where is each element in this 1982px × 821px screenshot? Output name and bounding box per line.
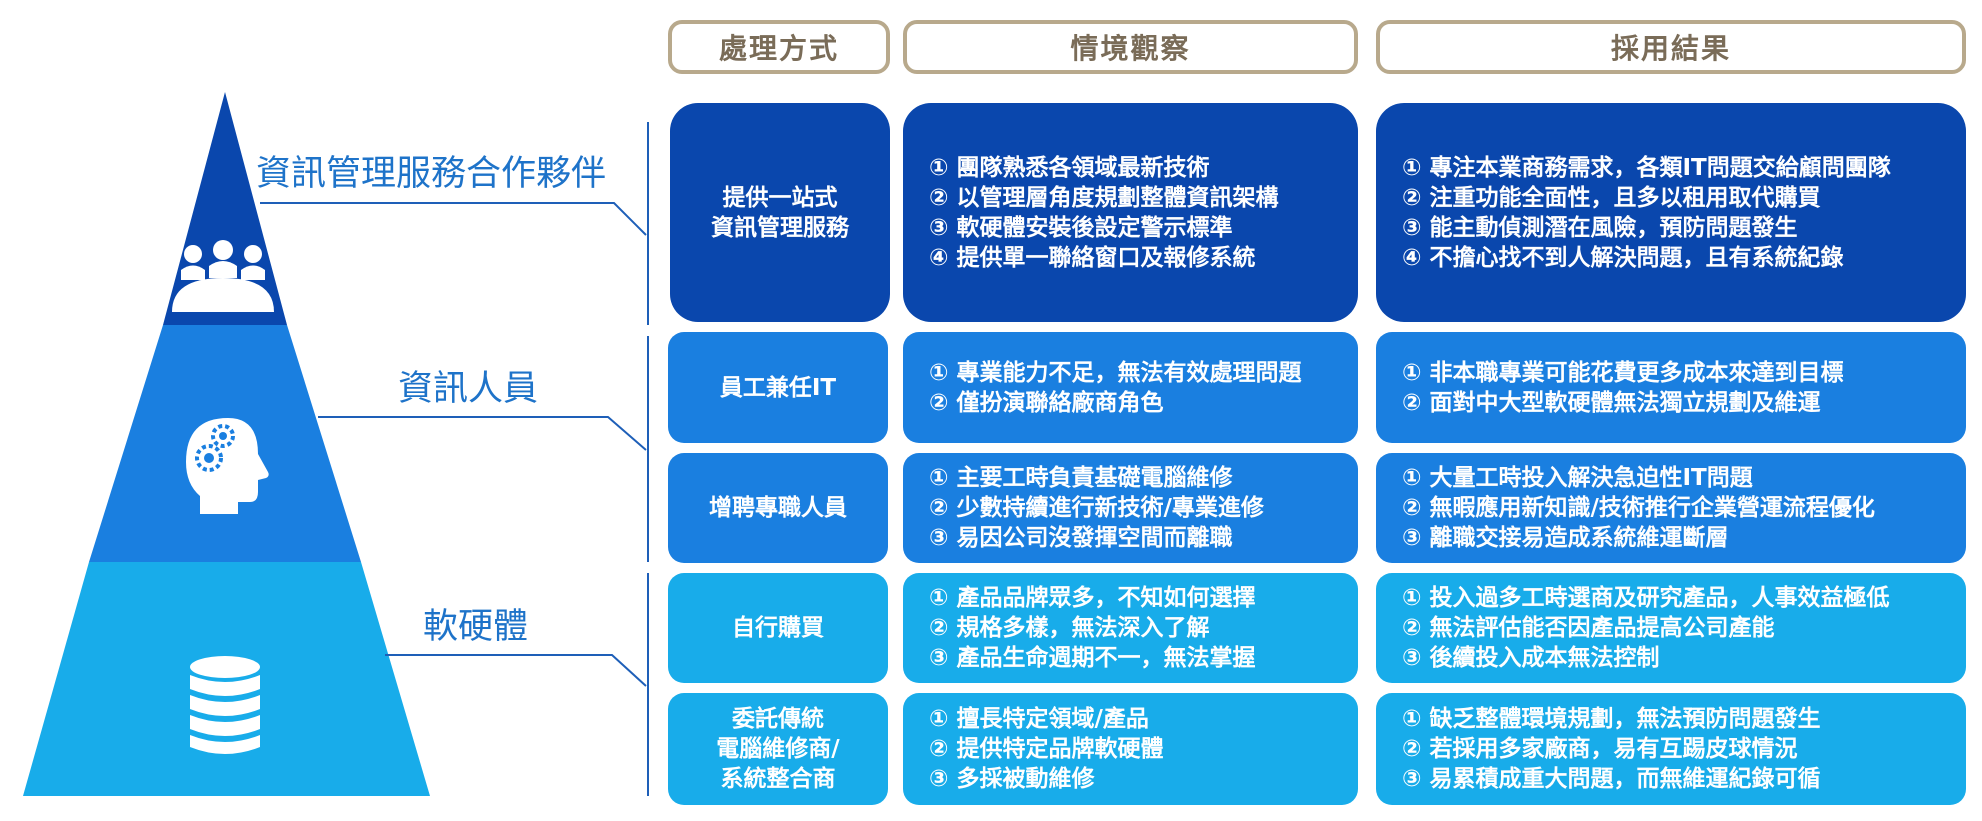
list-item: ① 團隊熟悉各領域最新技術: [929, 154, 1210, 181]
tier-label-hardware-software: 軟硬體: [423, 607, 529, 647]
database-icon: [190, 656, 260, 754]
list-item: ② 少數持續進行新技術/專業進修: [929, 495, 1264, 521]
header-observation: 情境觀察: [903, 20, 1358, 74]
result-cell-employee-it: ① 非本職專業可能花費更多成本來達到目標 ② 面對中大型軟硬體無法獨立規劃及維運: [1376, 332, 1966, 443]
list-item: ② 無暇應用新知識/技術推行企業營運流程優化: [1402, 495, 1875, 521]
method-text: 自行購買: [732, 615, 824, 641]
tier-label-it-staff: 資訊人員: [398, 369, 539, 409]
list-item: ① 大量工時投入解決急迫性IT問題: [1402, 465, 1753, 491]
method-text: 增聘專職人員: [709, 495, 847, 521]
observation-cell-outsourced: ① 擅長特定領域/產品 ② 提供特定品牌軟硬體 ③ 多採被動維修: [903, 693, 1358, 805]
list-item: ① 缺乏整體環境規劃，無法預防問題發生: [1402, 706, 1821, 732]
list-item: ③ 軟硬體安裝後設定警示標準: [929, 214, 1233, 241]
list-item: ① 產品品牌眾多，不知如何選擇: [929, 585, 1256, 611]
result-cell-self-purchase: ① 投入過多工時選商及研究產品，人事效益極低 ② 無法評估能否因產品提高公司產能…: [1376, 573, 1966, 683]
team-meeting-icon: [172, 240, 274, 312]
method-cell-dedicated-staff: 增聘專職人員: [668, 453, 888, 563]
observation-cell-one-stop: ① 團隊熟悉各領域最新技術 ② 以管理層角度規劃整體資訊架構 ③ 軟硬體安裝後設…: [903, 103, 1358, 322]
list-item: ② 以管理層角度規劃整體資訊架構: [929, 184, 1279, 211]
list-item: ② 規格多樣，無法深入了解: [929, 615, 1210, 641]
list-item: ③ 多採被動維修: [929, 766, 1095, 792]
method-text: 資訊管理服務: [711, 214, 849, 241]
header-result: 採用結果: [1376, 20, 1966, 74]
head-gears-icon: [186, 418, 269, 514]
observation-cell-self-purchase: ① 產品品牌眾多，不知如何選擇 ② 規格多樣，無法深入了解 ③ 產品生命週期不一…: [903, 573, 1358, 683]
method-cell-one-stop: 提供一站式 資訊管理服務: [670, 103, 890, 322]
connector-lines: [260, 202, 647, 687]
list-item: ④ 不擔心找不到人解決問題，且有系統紀錄: [1402, 244, 1844, 271]
list-item: ③ 離職交接易造成系統維運斷層: [1402, 525, 1729, 551]
list-item: ② 注重功能全面性，且多以租用取代購買: [1402, 184, 1821, 211]
method-text: 電腦維修商/: [716, 736, 840, 762]
list-item: ③ 能主動偵測潛在風險，預防問題發生: [1402, 214, 1798, 241]
method-text: 系統整合商: [720, 766, 836, 792]
list-item: ① 專業能力不足，無法有效處理問題: [929, 359, 1302, 386]
list-item: ① 投入過多工時選商及研究產品，人事效益極低: [1402, 585, 1890, 611]
method-cell-outsourced: 委託傳統 電腦維修商/ 系統整合商: [668, 693, 888, 805]
list-item: ③ 易因公司沒發揮空間而離職: [929, 525, 1233, 551]
method-text: 提供一站式: [722, 184, 838, 211]
list-item: ② 提供特定品牌軟硬體: [929, 736, 1164, 762]
method-text: 員工兼任IT: [719, 374, 837, 401]
pyramid-tier-bottom: [23, 562, 430, 796]
result-cell-dedicated-staff: ① 大量工時投入解決急迫性IT問題 ② 無暇應用新知識/技術推行企業營運流程優化…: [1376, 453, 1966, 563]
header-method: 處理方式: [668, 20, 890, 74]
list-item: ① 專注本業商務需求，各類IT問題交給顧問團隊: [1402, 154, 1891, 181]
list-item: ② 面對中大型軟硬體無法獨立規劃及維運: [1402, 389, 1821, 416]
list-item: ② 無法評估能否因產品提高公司產能: [1402, 615, 1775, 641]
list-item: ② 若採用多家廠商，易有互踢皮球情況: [1402, 736, 1798, 762]
method-cell-employee-it: 員工兼任IT: [668, 332, 888, 443]
result-cell-one-stop: ① 專注本業商務需求，各類IT問題交給顧問團隊 ② 注重功能全面性，且多以租用取…: [1376, 103, 1966, 322]
observation-cell-dedicated-staff: ① 主要工時負責基礎電腦維修 ② 少數持續進行新技術/專業進修 ③ 易因公司沒發…: [903, 453, 1358, 563]
list-item: ③ 易累積成重大問題，而無維運紀錄可循: [1402, 766, 1821, 792]
method-text: 委託傳統: [732, 706, 824, 732]
list-item: ③ 後續投入成本無法控制: [1402, 645, 1660, 671]
list-item: ① 主要工時負責基礎電腦維修: [929, 465, 1233, 491]
list-item: ③ 產品生命週期不一，無法掌握: [929, 645, 1256, 671]
method-cell-self-purchase: 自行購買: [668, 573, 888, 683]
list-item: ④ 提供單一聯絡窗口及報修系統: [929, 244, 1256, 271]
list-item: ① 非本職專業可能花費更多成本來達到目標: [1402, 359, 1844, 386]
tier-label-partner: 資訊管理服務合作夥伴: [256, 154, 607, 194]
list-item: ① 擅長特定領域/產品: [929, 706, 1149, 732]
list-item: ② 僅扮演聯絡廠商角色: [929, 389, 1164, 416]
pyramid: [23, 92, 649, 796]
observation-cell-employee-it: ① 專業能力不足，無法有效處理問題 ② 僅扮演聯絡廠商角色: [903, 332, 1358, 443]
result-cell-outsourced: ① 缺乏整體環境規劃，無法預防問題發生 ② 若採用多家廠商，易有互踢皮球情況 ③…: [1376, 693, 1966, 805]
